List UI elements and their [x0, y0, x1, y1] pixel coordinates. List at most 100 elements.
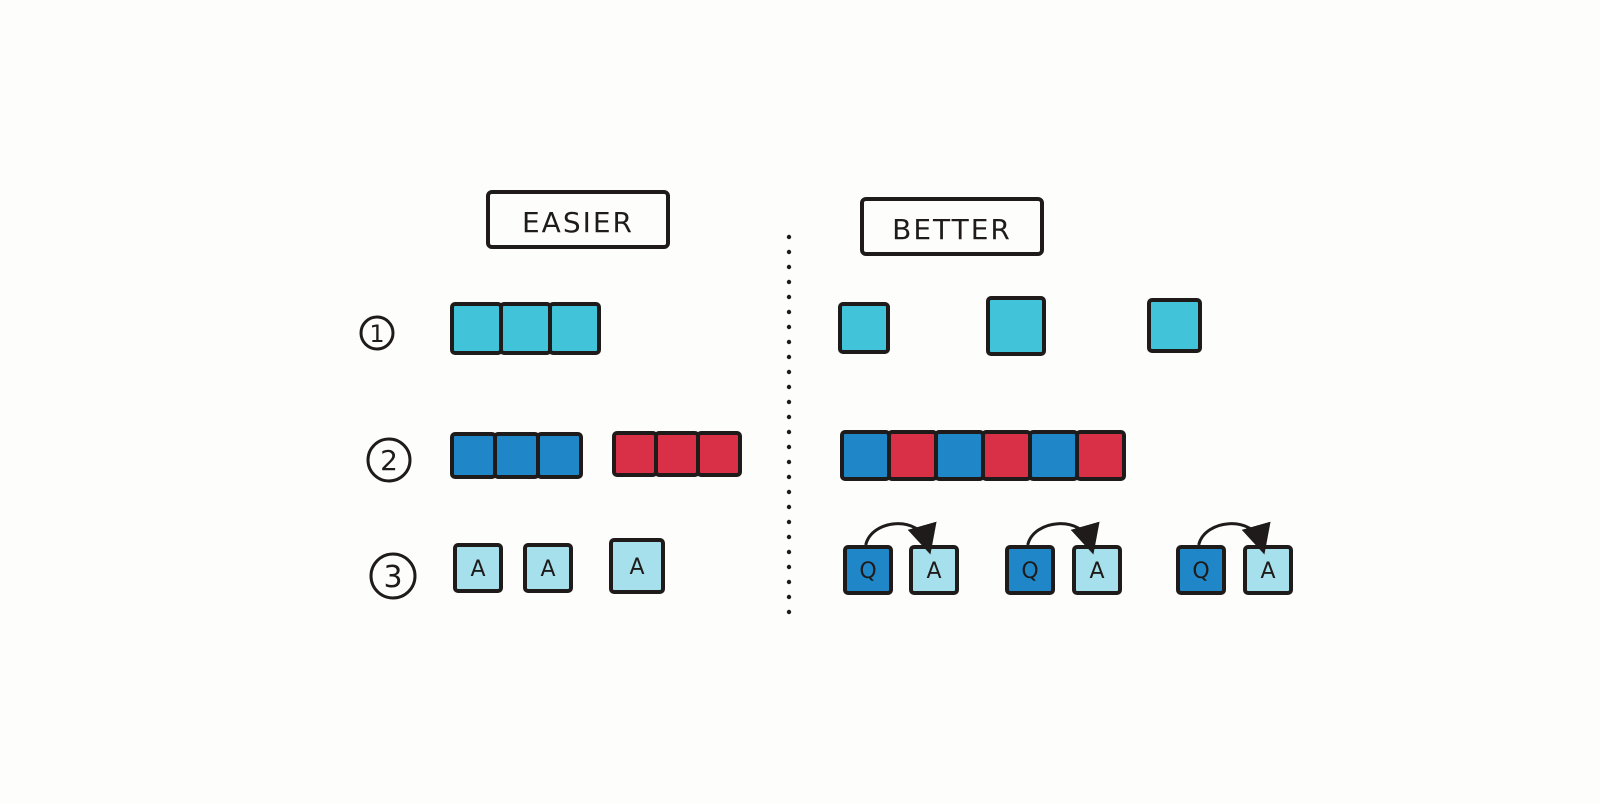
row2-better-block-5: [1028, 430, 1079, 481]
row2-easier-block-6: [696, 431, 742, 477]
row3-better-block-2: A: [909, 545, 959, 595]
row1-better-blocks: [838, 296, 1202, 356]
row3-better-block-5-label: Q: [1192, 559, 1209, 584]
qa-arrow-1: [864, 521, 937, 555]
row2-easier-block-4-fill: [612, 431, 658, 477]
divider-dot: [786, 279, 792, 285]
row3-better-block-5: Q: [1176, 545, 1226, 595]
divider-dot: [786, 384, 792, 390]
divider-dot: [786, 549, 792, 555]
divider-dot: [786, 234, 792, 240]
row-marker-label: 3: [383, 560, 402, 595]
divider-dot: [786, 354, 792, 360]
row-marker-1: 1: [359, 315, 395, 351]
row-marker-circle: [369, 552, 417, 600]
divider-dot: [786, 309, 792, 315]
row1-easier-block-3-fill: [548, 302, 601, 355]
row3-easier-block-2-label: A: [540, 557, 555, 582]
row2-easier-blocks: [450, 431, 742, 479]
row3-better-block-3-label: Q: [1021, 559, 1038, 584]
row3-easier-block-2-fill: [523, 543, 573, 593]
row1-better-block-3: [1147, 298, 1202, 353]
row2-easier-block-4: [612, 431, 658, 477]
qa-arrows: [864, 521, 1271, 555]
row3-easier-block-3-label: A: [629, 555, 644, 580]
row-marker-label: 1: [369, 320, 384, 348]
divider-dot: [786, 369, 792, 375]
row3-easier-block-1-fill: [453, 543, 503, 593]
row2-better-block-2: [887, 430, 938, 481]
row2-easier-block-2: [493, 432, 540, 479]
divider-dot: [786, 609, 792, 615]
row1-easier-block-2: [499, 302, 552, 355]
divider-dot: [786, 519, 792, 525]
easier-title-box: EASIER: [486, 190, 670, 249]
row3-better-block-6-label: A: [1260, 559, 1275, 584]
row-marker-2: 2: [366, 437, 412, 483]
row3-better-block-4-label: A: [1089, 559, 1104, 584]
row-marker-circle: [359, 315, 395, 351]
row3-easier-block-2: A: [523, 543, 573, 593]
divider-dot: [786, 534, 792, 540]
row1-better-block-1: [838, 302, 890, 354]
row1-better-block-3-fill: [1147, 298, 1202, 353]
divider-dot: [786, 489, 792, 495]
row2-better-block-4: [981, 430, 1032, 481]
row1-easier-block-1-fill: [450, 302, 503, 355]
easier-title: EASIER: [522, 206, 634, 239]
row3-better-block-1-fill: [843, 545, 893, 595]
row2-better-block-3-fill: [934, 430, 985, 481]
divider-dot: [786, 459, 792, 465]
row1-better-block-2-fill: [986, 296, 1046, 356]
row-marker-label: 2: [380, 444, 398, 477]
dotted-divider: [786, 234, 792, 615]
row3-better-block-4: A: [1072, 545, 1122, 595]
row2-easier-block-2-fill: [493, 432, 540, 479]
divider-dot: [786, 414, 792, 420]
row2-better-blocks: [840, 430, 1126, 481]
row3-better-block-1: Q: [843, 545, 893, 595]
row3-easier-block-3: A: [609, 538, 665, 594]
row3-easier-block-3-fill: [609, 538, 665, 594]
row2-better-block-6-fill: [1075, 430, 1126, 481]
row3-better-block-3: Q: [1005, 545, 1055, 595]
row2-easier-block-3: [536, 432, 583, 479]
row2-better-block-4-fill: [981, 430, 1032, 481]
row3-easier-block-1: A: [453, 543, 503, 593]
divider-dot: [786, 594, 792, 600]
row-marker-3: 3: [369, 552, 417, 600]
row2-better-block-3: [934, 430, 985, 481]
qa-arrow-3: [1197, 521, 1271, 555]
row2-easier-block-6-fill: [696, 431, 742, 477]
row1-better-block-2: [986, 296, 1046, 356]
row1-easier-block-3: [548, 302, 601, 355]
row1-easier-block-2-fill: [499, 302, 552, 355]
row-marker-circle: [366, 437, 412, 483]
divider-dot: [786, 294, 792, 300]
divider-dot: [786, 564, 792, 570]
row3-better-block-2-label: A: [926, 559, 941, 584]
row2-easier-block-5-fill: [654, 431, 700, 477]
divider-dot: [786, 504, 792, 510]
divider-dot: [786, 264, 792, 270]
better-title-frame: [860, 197, 1044, 256]
divider-dot: [786, 474, 792, 480]
row3-easier-block-1-label: A: [470, 557, 485, 582]
qa-arrow-2: [1026, 521, 1100, 555]
divider-dot: [786, 399, 792, 405]
row3-better-block-3-fill: [1005, 545, 1055, 595]
row1-easier-blocks: [450, 302, 601, 355]
row3-better-block-5-fill: [1176, 545, 1226, 595]
row2-better-block-2-fill: [887, 430, 938, 481]
row2-easier-block-1: [450, 432, 497, 479]
divider-dot: [786, 429, 792, 435]
divider-dot: [786, 444, 792, 450]
better-title: BETTER: [892, 213, 1012, 246]
row1-better-block-1-fill: [838, 302, 890, 354]
row3-better-block-1-label: Q: [859, 559, 876, 584]
row2-better-block-6: [1075, 430, 1126, 481]
divider-dot: [786, 579, 792, 585]
